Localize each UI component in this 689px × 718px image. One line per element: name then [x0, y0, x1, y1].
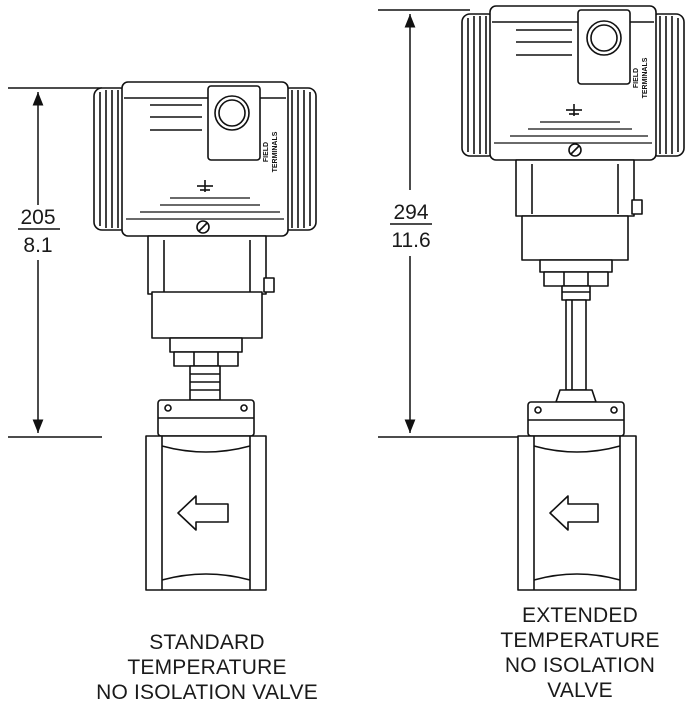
- extended-caption-line-2: TEMPERATURE: [500, 629, 660, 652]
- extended-caption-line-1: EXTENDED: [522, 604, 638, 627]
- extended-flow-tube: [517, 435, 637, 591]
- standard-field-label: FIELD: [263, 142, 270, 162]
- standard-left-cover: [93, 87, 129, 231]
- extended-dimension-mm: 294: [393, 201, 428, 224]
- extended-field-label: FIELD: [633, 68, 640, 88]
- extended-transmitter: [461, 5, 685, 591]
- extended-dimension-in: 11.6: [391, 229, 430, 252]
- standard-terminals-label: TERMINALS: [272, 131, 279, 172]
- extended-terminals-label: TERMINALS: [642, 57, 649, 98]
- standard-dimension-in: 8.1: [23, 234, 52, 257]
- extended-flow-arrow: [549, 495, 599, 531]
- standard-caption-line-2: TEMPERATURE: [127, 656, 287, 679]
- extended-caption-line-4: VALVE: [547, 679, 613, 702]
- extended-dimension: [378, 9, 530, 438]
- standard-caption-line-1: STANDARD: [149, 631, 265, 654]
- standard-caption: STANDARD TEMPERATURE NO ISOLATION VALVE: [82, 630, 332, 705]
- standard-caption-line-3: NO ISOLATION VALVE: [96, 681, 318, 704]
- extended-caption-line-3: NO ISOLATION: [504, 654, 656, 677]
- extended-housing: [489, 5, 657, 161]
- standard-transmitter: [93, 81, 317, 591]
- standard-dimension: [8, 87, 102, 438]
- standard-dimension-mm: 205: [20, 206, 55, 229]
- extended-caption: EXTENDED TEMPERATURE NO ISOLATION VALVE: [480, 603, 680, 703]
- standard-flow-arrow: [177, 495, 229, 531]
